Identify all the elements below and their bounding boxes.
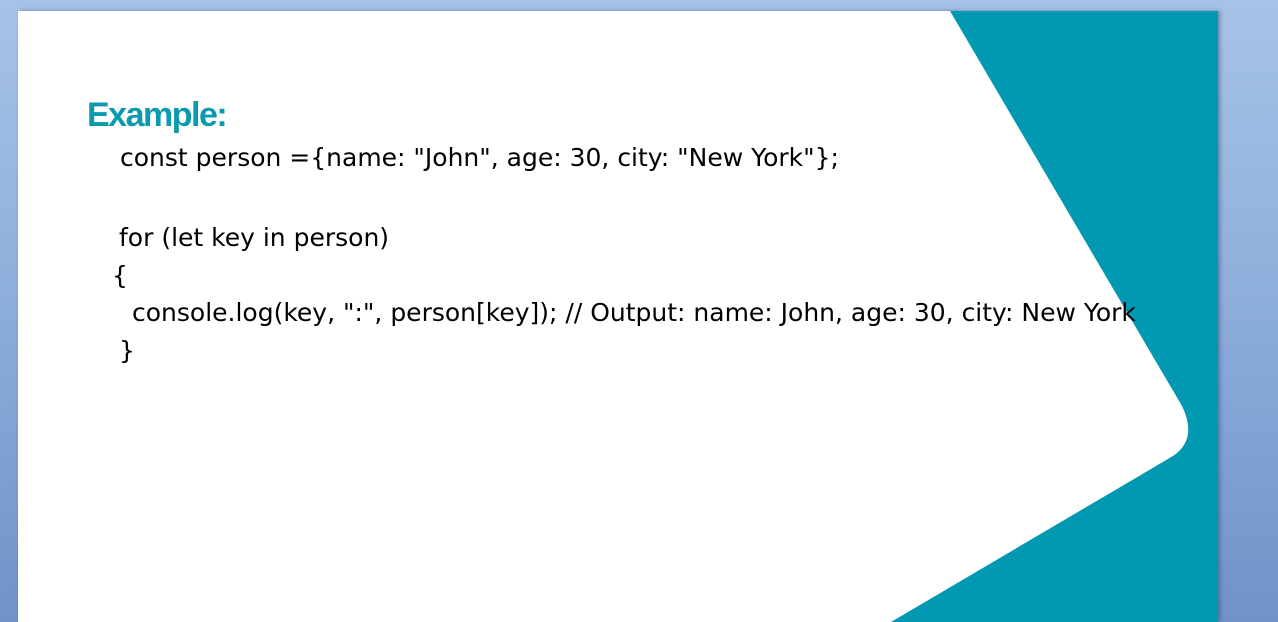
decorative-teal-shape — [891, 11, 1218, 622]
slide-canvas: Example: const person ={name: "John", ag… — [18, 11, 1218, 622]
slide-title: Example: — [87, 96, 228, 134]
teal-accent-polygon — [891, 11, 1218, 622]
code-line-open-brace: { — [112, 261, 128, 290]
code-line-for-loop: for (let key in person) — [119, 223, 390, 252]
code-line-console-log: console.log(key, ":", person[key]); // O… — [132, 298, 1136, 327]
code-line-close-brace: } — [119, 336, 135, 365]
code-line-object-declaration: const person ={name: "John", age: 30, ci… — [120, 143, 839, 172]
